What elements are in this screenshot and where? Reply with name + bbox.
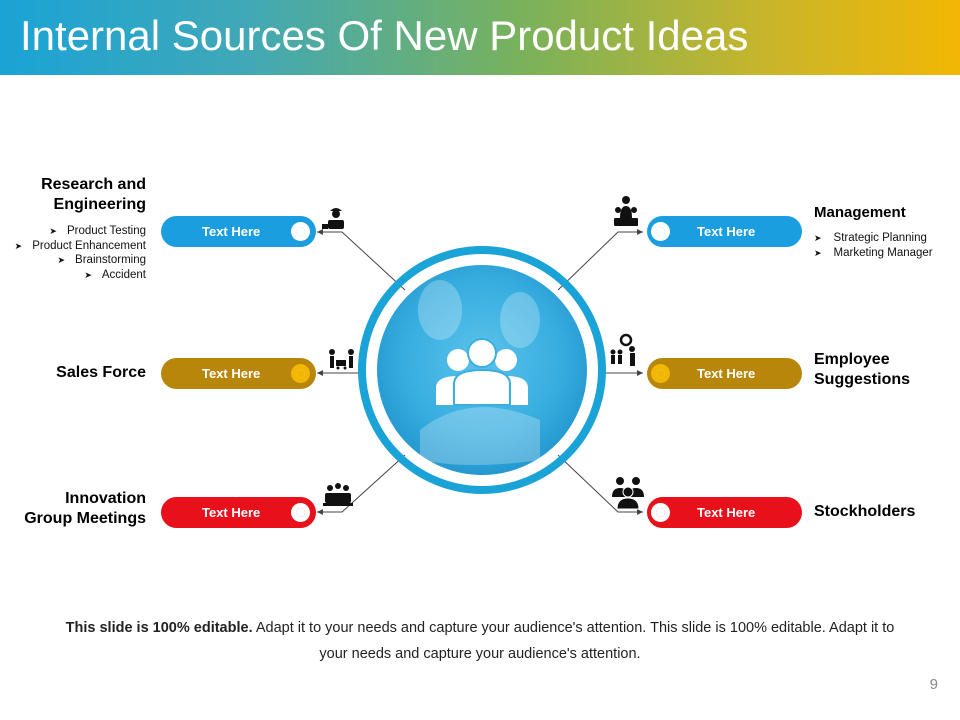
bullet-item: Product Enhancement bbox=[15, 239, 146, 254]
research-label: Research and Engineering bbox=[41, 175, 146, 215]
title-bar: Internal Sources Of New Product Ideas bbox=[0, 0, 960, 75]
sales-pill-text: Text Here bbox=[202, 366, 261, 381]
employee-label: Employee Suggestions bbox=[814, 350, 910, 390]
research-label-line1: Research and bbox=[41, 176, 146, 193]
innovation-label: Innovation Group Meetings bbox=[24, 489, 146, 529]
connector-lines bbox=[317, 231, 643, 513]
team-icon bbox=[436, 338, 528, 406]
employee-gear-icon bbox=[610, 333, 635, 366]
employee-pill[interactable]: Text Here bbox=[647, 358, 802, 389]
bullet-item: Brainstorming bbox=[15, 253, 146, 268]
stockholders-pill-dot bbox=[651, 503, 670, 522]
stockholders-pill-text: Text Here bbox=[697, 505, 756, 520]
management-icon bbox=[614, 196, 638, 226]
employee-label-line2: Suggestions bbox=[814, 371, 911, 388]
sales-icon bbox=[329, 349, 354, 370]
bullet-item: Marketing Manager bbox=[814, 246, 933, 261]
sales-pill-dot bbox=[291, 364, 310, 383]
management-pill-dot bbox=[651, 222, 670, 241]
research-pill-dot bbox=[291, 222, 310, 241]
innovation-pill-dot bbox=[291, 503, 310, 522]
innovation-pill-text: Text Here bbox=[202, 505, 261, 520]
stockholders-icon bbox=[612, 477, 644, 510]
sales-pill[interactable]: Text Here bbox=[161, 358, 316, 389]
meeting-icon bbox=[323, 483, 353, 506]
research-label-line2: Engineering bbox=[53, 196, 146, 213]
footer-line1: Adapt it to your needs and capture your … bbox=[252, 620, 895, 636]
sales-label: Sales Force bbox=[56, 364, 146, 381]
footer-text: This slide is 100% editable. Adapt it to… bbox=[40, 615, 920, 667]
management-pill[interactable]: Text Here bbox=[647, 216, 802, 247]
employee-label-line1: Employee bbox=[814, 351, 890, 368]
innovation-label-line1: Innovation bbox=[65, 490, 146, 507]
management-bullets: Strategic Planning Marketing Manager bbox=[814, 231, 933, 260]
research-pill[interactable]: Text Here bbox=[161, 216, 316, 247]
stockholders-pill[interactable]: Text Here bbox=[647, 497, 802, 528]
footer-line2: your needs and capture your audience's a… bbox=[319, 646, 641, 662]
stockholders-label: Stockholders bbox=[814, 503, 916, 520]
innovation-label-line2: Group Meetings bbox=[24, 510, 146, 527]
page-number: 9 bbox=[929, 676, 938, 693]
management-pill-text: Text Here bbox=[697, 224, 756, 239]
innovation-pill[interactable]: Text Here bbox=[161, 497, 316, 528]
footer-bold: This slide is 100% editable. bbox=[65, 620, 253, 636]
research-bullets: Product Testing Product Enhancement Brai… bbox=[15, 224, 146, 282]
bullet-item: Product Testing bbox=[15, 224, 146, 239]
employee-pill-dot bbox=[651, 364, 670, 383]
slide-title: Internal Sources Of New Product Ideas bbox=[20, 12, 749, 59]
employee-pill-text: Text Here bbox=[697, 366, 756, 381]
management-label: Management bbox=[814, 204, 906, 221]
research-pill-text: Text Here bbox=[202, 224, 261, 239]
center-ring bbox=[358, 246, 606, 494]
bullet-item: Accident bbox=[15, 268, 146, 283]
bullet-item: Strategic Planning bbox=[814, 231, 933, 246]
engineer-icon bbox=[322, 208, 344, 229]
